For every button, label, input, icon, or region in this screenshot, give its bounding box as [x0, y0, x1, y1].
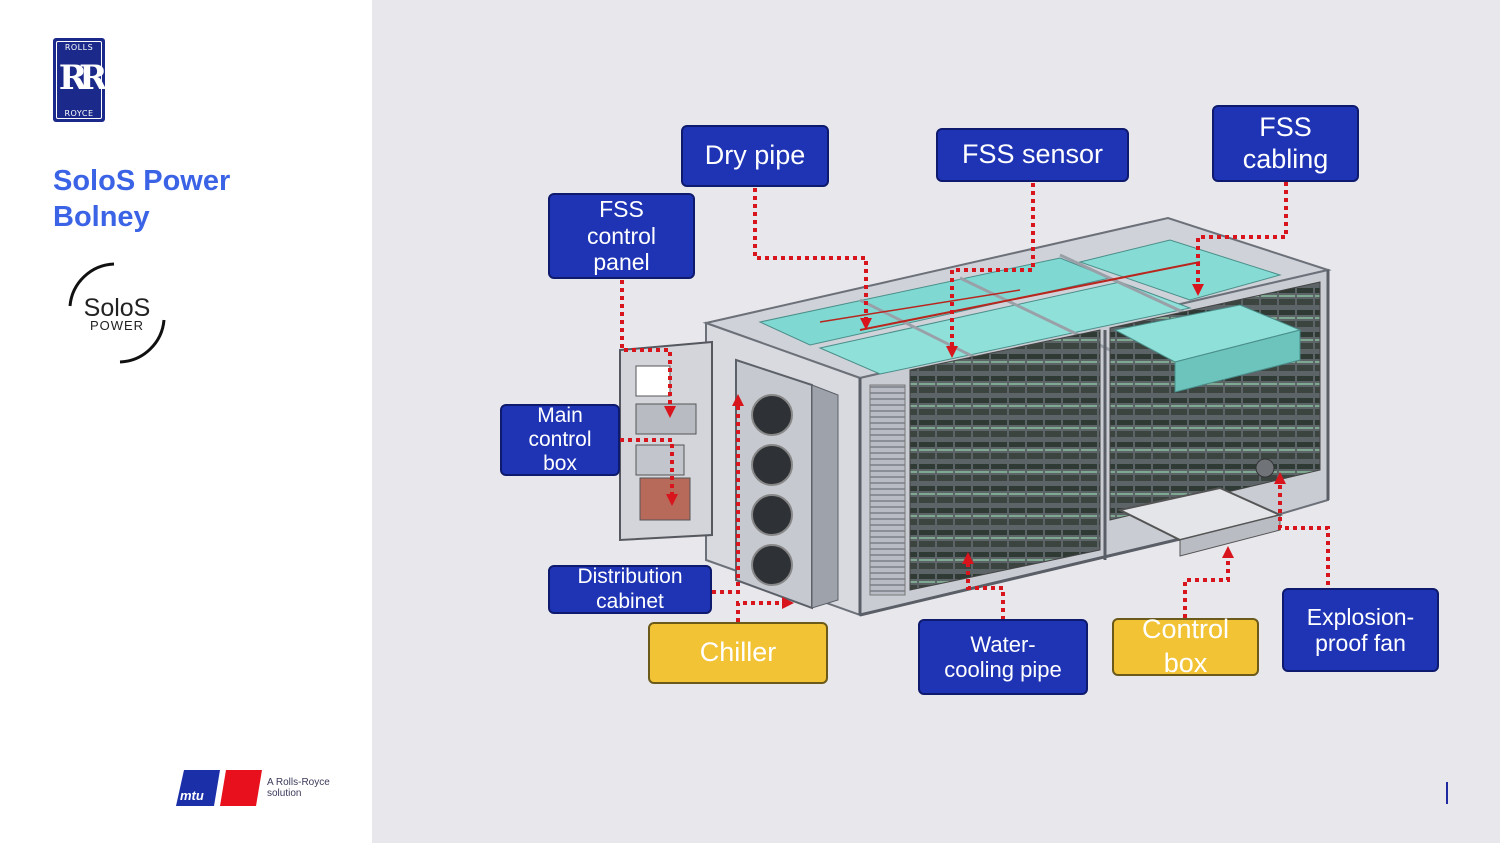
- sidebar: ROLLS RR ROYCE SoloS Power Bolney SoloS …: [0, 0, 372, 843]
- label-fss-control-line1: FSS: [599, 196, 644, 223]
- label-fss-control-line3: panel: [593, 249, 650, 276]
- label-main-control-line3: box: [543, 452, 577, 476]
- label-fss-sensor: FSS sensor: [936, 128, 1129, 182]
- page-title-line1: SoloS Power: [53, 165, 231, 197]
- chiller-unit: [735, 358, 839, 610]
- label-fss-control-line2: control: [586, 222, 657, 249]
- solos-word: SoloS: [83, 294, 151, 322]
- label-control-box-line2: box: [1163, 648, 1208, 678]
- label-explosion-proof-fan: Explosion- proof fan: [1282, 588, 1439, 672]
- label-fss-control-panel: FSS control panel: [548, 193, 695, 279]
- label-water-cooling-line1: Water-: [970, 631, 1036, 657]
- tagline-line1: A Rolls-Royce: [267, 777, 330, 788]
- label-water-cooling-line2: cooling pipe: [944, 657, 1062, 682]
- page-marker: [1446, 782, 1448, 804]
- label-water-cooling-pipe: Water- cooling pipe: [918, 619, 1088, 695]
- control-box-tray: [1117, 458, 1284, 557]
- leader-arrowheads: [664, 284, 1286, 609]
- label-explosion-line1: Explosion-: [1306, 603, 1415, 630]
- label-fss-cabling-line2: cabling: [1242, 143, 1329, 174]
- brand-bottom-text: ROYCE: [64, 109, 94, 118]
- page-title: SoloS Power Bolney: [53, 163, 353, 235]
- page-title-line2: Bolney: [53, 201, 150, 233]
- brand-top-text: ROLLS: [64, 43, 94, 52]
- label-control-box-line1: Control: [1141, 614, 1230, 645]
- label-main-control-box: Main control box: [500, 404, 620, 476]
- label-dry-pipe: Dry pipe: [681, 125, 829, 187]
- label-distribution-line1: Distribution: [577, 565, 683, 589]
- solos-swoosh-icon: [68, 262, 166, 364]
- solos-sub: POWER: [89, 318, 145, 333]
- leader-lines: [620, 182, 1330, 622]
- tagline: A Rolls-Royce solution: [267, 777, 357, 799]
- label-control-box: Control box: [1112, 614, 1259, 678]
- label-distribution-line2: cabinet: [596, 589, 664, 613]
- mtu-logo: mtu: [176, 770, 266, 806]
- rr-monogram-icon: RR: [58, 58, 108, 98]
- mtu-text: mtu: [180, 788, 204, 803]
- control-door: [619, 340, 713, 542]
- label-explosion-line2: proof fan: [1315, 630, 1406, 656]
- tagline-line2: solution: [267, 788, 302, 799]
- solos-power-logo: SoloS POWER: [62, 258, 172, 368]
- label-distribution-cabinet: Distribution cabinet: [548, 565, 712, 614]
- label-fss-cabling-line1: FSS: [1259, 112, 1312, 143]
- label-fss-cabling: FSS cabling: [1212, 105, 1359, 182]
- label-main-control-line2: control: [528, 427, 592, 451]
- label-chiller: Chiller: [648, 622, 828, 684]
- rolls-royce-logo: ROLLS RR ROYCE: [53, 38, 108, 122]
- label-main-control-line1: Main: [537, 403, 583, 427]
